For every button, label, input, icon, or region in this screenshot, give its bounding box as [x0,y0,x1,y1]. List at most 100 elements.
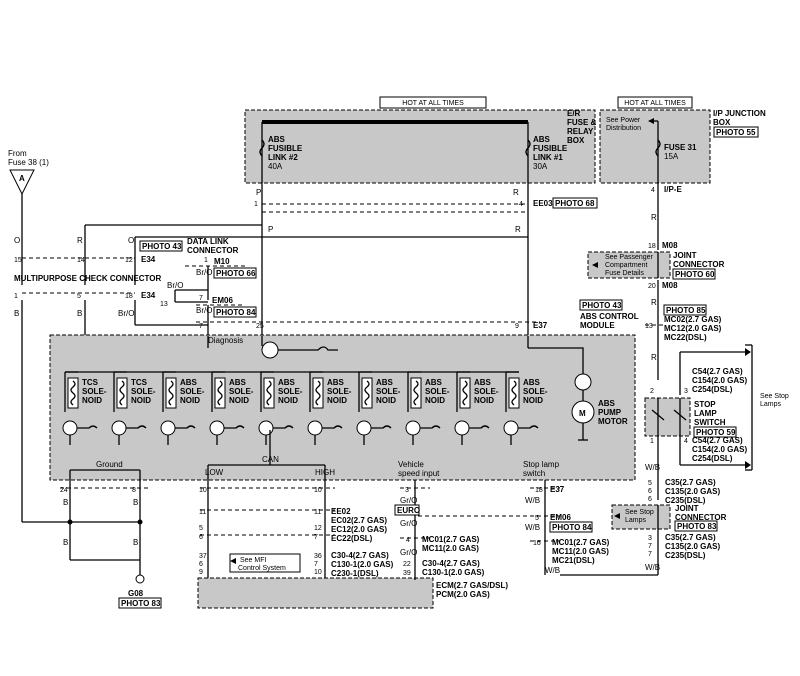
fusible-link-2-symbol [259,139,265,157]
ec-l2: EC12(2.0 GAS) [331,525,387,534]
can-low: LOW [205,468,224,477]
vs-wire1: Gr/O [400,496,417,505]
br-pin16: 16 [533,540,541,547]
ec-l3: EC22(DSL) [331,534,373,543]
wire-r-right: R [515,225,521,234]
solenoid-transistor-icon [62,420,78,436]
high-pin6: 10 [314,569,322,576]
jc-see-l3: Fuse Details [605,270,644,277]
mfi-l1: See MFI [240,557,267,564]
c30-l2: C130-1(2.0 GAS) [331,560,394,569]
photo85: PHOTO 85 [666,306,706,315]
ip-pin: 4 [651,187,655,194]
mc-top-l1: MC02(2.7 GAS) [664,315,722,324]
link2-l4: 40A [268,162,283,171]
br-mc-l1: MC01(2.7 GAS) [552,538,610,547]
m10-pin: 1 [204,257,208,264]
jcb-conn-top-l3: C235(DSL) [665,496,706,505]
ec-l1: EC02(2.7 GAS) [331,516,387,525]
jc-photo60: PHOTO 60 [675,270,715,279]
fuse31-l2: 15A [664,152,679,161]
jc-title-l1: JOINT [673,251,697,260]
solenoid-winding [217,380,223,406]
photo84-top: PHOTO 84 [216,308,256,317]
jc-see-l1: See Passenger [605,254,654,261]
pin25: 25 [256,323,264,330]
br-em06: EM06 [550,513,571,522]
solenoid-row: TCSSOLE-NOIDTCSSOLE-NOIDABSSOLE-NOIDABSS… [62,371,548,445]
g08-photo: PHOTO 83 [121,599,161,608]
ee03-pin1: 1 [254,201,258,208]
ecm-l1: ECM(2.7 GAS/DSL) [436,581,508,590]
fuse-a-triangle [9,169,35,196]
high-pin1: 11 [314,509,321,516]
stop-l2: switch [523,469,545,478]
dlc-l1: DATA LINK [187,237,229,246]
hot-label-1: HOT AT ALL TIMES [402,100,464,107]
abs-photo43: PHOTO 43 [582,301,622,310]
e34-1: E34 [141,255,156,264]
jcb-title-l2: CONNECTOR [675,513,727,522]
sw-pin1: 1 [650,438,654,445]
hot-label-2: HOT AT ALL TIMES [624,100,686,107]
solenoid-transistor-icon [454,420,470,436]
solenoid-winding [266,380,272,406]
sw-conn-bot-l1: C54(2.7 GAS) [692,436,743,445]
c304-pin39: 39 [403,570,411,577]
sw-title-l2: LAMP [694,409,717,418]
solenoid-label-line: NOID [327,396,347,405]
solenoid-label-line: ABS [376,378,394,387]
link1-l2: FUSIBLE [533,144,568,153]
mc01-l2: MC11(2.0 GAS) [422,544,479,553]
fusible-link-1-symbol [525,139,531,157]
er-title-l1: E/R [567,109,581,118]
ground-label: Ground [96,460,123,469]
wire-wb3: W/B [525,523,540,532]
solenoid-winding [511,380,517,406]
br-pin5: 5 [535,515,539,522]
er-fuse-box: HOT AT ALL TIMES ABS FUSIBLE LINK #2 40A… [244,96,597,190]
wire-r-ip: R [651,213,657,222]
link2-l3: LINK #2 [268,153,298,162]
gnd-wire-b4: B [133,538,138,547]
link2-l2: FUSIBLE [268,144,303,153]
pin7b: 7 [199,323,203,330]
wire-r1: R [77,236,83,245]
jcb-pin6b: 6 [648,496,652,503]
g08: G08 [128,589,144,598]
solenoid-label-line: NOID [376,396,396,405]
fuse-a-label: A [19,174,25,183]
wire-b2: B [77,309,82,318]
solenoid-winding [119,380,125,406]
wire-o2: O [128,236,134,245]
mc-top-l3: MC22(DSL) [664,333,707,342]
wire-wb2: W/B [525,496,540,505]
pump-transistor [574,373,592,391]
gnd-pin8: 8 [132,487,136,494]
pin13: 13 [160,301,168,308]
sw-conn-top-l2: C154(2.0 GAS) [692,376,747,385]
solenoid-label-line: ABS [229,378,247,387]
jcb-conn-bot-l1: C35(2.7 GAS) [665,533,716,542]
motor-l2: PUMP [598,408,622,417]
solenoid-label-line: SOLE- [523,387,548,396]
link1-l4: 30A [533,162,548,171]
high-pin3: 7 [314,534,318,541]
high-pin2: 12 [314,525,322,532]
abs-control-module: PHOTO 43 ABS CONTROL MODULE E37 Diagnosi… [49,299,639,481]
wire-r-mc: R [651,353,657,362]
sw-conn-top-l1: C54(2.7 GAS) [692,367,743,376]
br-photo84: PHOTO 84 [552,523,592,532]
jcb-conn-top-l1: C35(2.7 GAS) [665,478,716,487]
vsi-l2: speed input [398,469,440,478]
low-pin3: 6 [199,534,203,541]
wire-bro1: Br/O [196,268,212,277]
sw-pin4: 4 [684,438,688,445]
solenoid-wire [273,425,294,429]
solenoid-wire [224,425,245,429]
ecm-box [197,577,434,609]
pin12: 12 [125,257,133,264]
c304-l1: C30-4(2.7 GAS) [422,559,480,568]
